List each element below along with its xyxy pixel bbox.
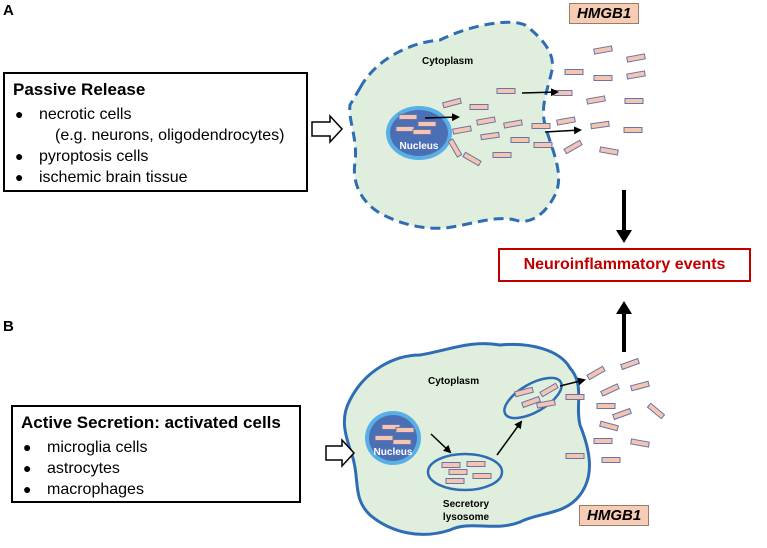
down-arrowhead <box>616 230 632 243</box>
hmgb1-molecule <box>447 138 463 158</box>
list-item: ●macrophages <box>23 481 144 498</box>
hmgb1-molecule <box>417 121 437 127</box>
hmgb1-molecule <box>533 142 553 148</box>
hmgb1-molecule <box>441 462 461 468</box>
panel-a-label: A <box>3 2 14 19</box>
hmgb1-molecule <box>510 137 530 143</box>
secretion-arrow <box>430 433 452 454</box>
hmgb1-molecule <box>492 152 512 158</box>
hmgb1-molecule <box>620 357 640 371</box>
list-item: ●astrocytes <box>23 460 120 477</box>
hmgb1-molecule <box>563 139 583 155</box>
hmgb1-molecule <box>601 457 621 463</box>
hmgb1-molecule <box>496 88 516 94</box>
hmgb1-molecule <box>503 119 523 129</box>
hmgb1-molecule <box>392 439 412 445</box>
hmgb1-molecules <box>374 45 666 484</box>
hmgb1-molecule <box>531 123 551 129</box>
hmgb1-molecule <box>586 365 606 381</box>
hmgb1-molecule <box>646 402 666 420</box>
release-arrow <box>544 126 582 135</box>
hmgb1-molecule <box>472 473 492 479</box>
hmgb1-molecule <box>412 129 432 135</box>
hmgb1-molecule <box>521 395 541 409</box>
hmgb1-molecule <box>462 151 482 167</box>
list-item: ●pyroptosis cells <box>15 148 149 165</box>
hmgb1-molecule <box>395 427 415 433</box>
release-arrow <box>521 88 559 97</box>
hmgb1-label-b: HMGB1 <box>579 505 650 526</box>
hmgb1-molecule <box>564 69 584 75</box>
cytoplasm-label-b: Cytoplasm <box>428 376 479 387</box>
hmgb1-molecule <box>445 478 465 484</box>
active-secretion-arrow <box>325 438 356 468</box>
list-sub-item: (e.g. neurons, oligodendrocytes) <box>55 127 285 144</box>
passive-release-box: Passive Release ●necrotic cells (e.g. ne… <box>3 72 308 192</box>
hmgb1-molecule <box>514 386 534 398</box>
hmgb1-molecule <box>398 114 418 120</box>
nucleus-label-a: Nucleus <box>400 141 439 152</box>
hmgb1-molecule <box>556 116 576 126</box>
passive-release-title: Passive Release <box>13 80 146 99</box>
hmgb1-molecule <box>565 453 585 459</box>
hmgb1-molecule <box>476 116 496 126</box>
necrotic-cell <box>348 20 561 230</box>
hmgb1-molecule <box>448 469 468 475</box>
hmgb1-molecule <box>553 90 573 96</box>
hmgb1-molecule <box>452 125 472 135</box>
hmgb1-molecule <box>600 383 620 397</box>
hmgb1-molecule <box>626 53 646 63</box>
hmgb1-molecule <box>599 146 619 156</box>
hmgb1-molecule <box>374 435 394 441</box>
up-arrowhead <box>616 301 632 314</box>
list-item: ●necrotic cells <box>15 106 132 123</box>
list-item: ●ischemic brain tissue <box>15 169 188 186</box>
hmgb1-molecule <box>626 70 646 80</box>
hmgb1-molecule <box>612 407 632 421</box>
hmgb1-molecule <box>469 104 489 110</box>
nucleus-label-b: Nucleus <box>374 447 413 458</box>
panel-b-label: B <box>3 318 14 335</box>
hmgb1-label-a: HMGB1 <box>569 3 640 24</box>
hmgb1-molecule <box>630 438 650 448</box>
release-arrow <box>424 113 460 122</box>
hmgb1-molecule <box>593 45 613 55</box>
passive-release-arrow <box>311 114 344 144</box>
hmgb1-molecule <box>599 420 619 432</box>
hmgb1-molecule <box>586 95 606 105</box>
hmgb1-molecule <box>395 126 415 132</box>
active-secretion-box: Active Secretion: activated cells ●micro… <box>11 405 301 503</box>
hmgb1-molecule <box>593 75 613 81</box>
hmgb1-molecule <box>590 120 610 130</box>
hmgb1-molecule <box>596 403 616 409</box>
lysosome-label-line2: lysosome <box>443 512 490 523</box>
hmgb1-molecule <box>623 127 643 133</box>
cytoplasm-label-a: Cytoplasm <box>422 56 473 67</box>
hmgb1-molecule <box>539 382 559 398</box>
hmgb1-molecule <box>593 438 613 444</box>
hmgb1-molecule <box>442 97 462 109</box>
secretion-arrow <box>496 420 523 456</box>
hmgb1-molecule <box>565 394 585 400</box>
hmgb1-molecule <box>466 461 486 467</box>
list-item: ●microglia cells <box>23 439 148 456</box>
hmgb1-molecule <box>630 380 650 392</box>
neuroinflammatory-events-box: Neuroinflammatory events <box>498 248 751 282</box>
hmgb1-molecule <box>624 98 644 104</box>
active-secretion-title: Active Secretion: activated cells <box>21 413 281 432</box>
secretion-arrow <box>559 377 586 387</box>
hmgb1-molecule <box>480 131 500 141</box>
lysosome-label-line1: Secretory <box>443 499 490 510</box>
hmgb1-molecule <box>536 399 556 409</box>
